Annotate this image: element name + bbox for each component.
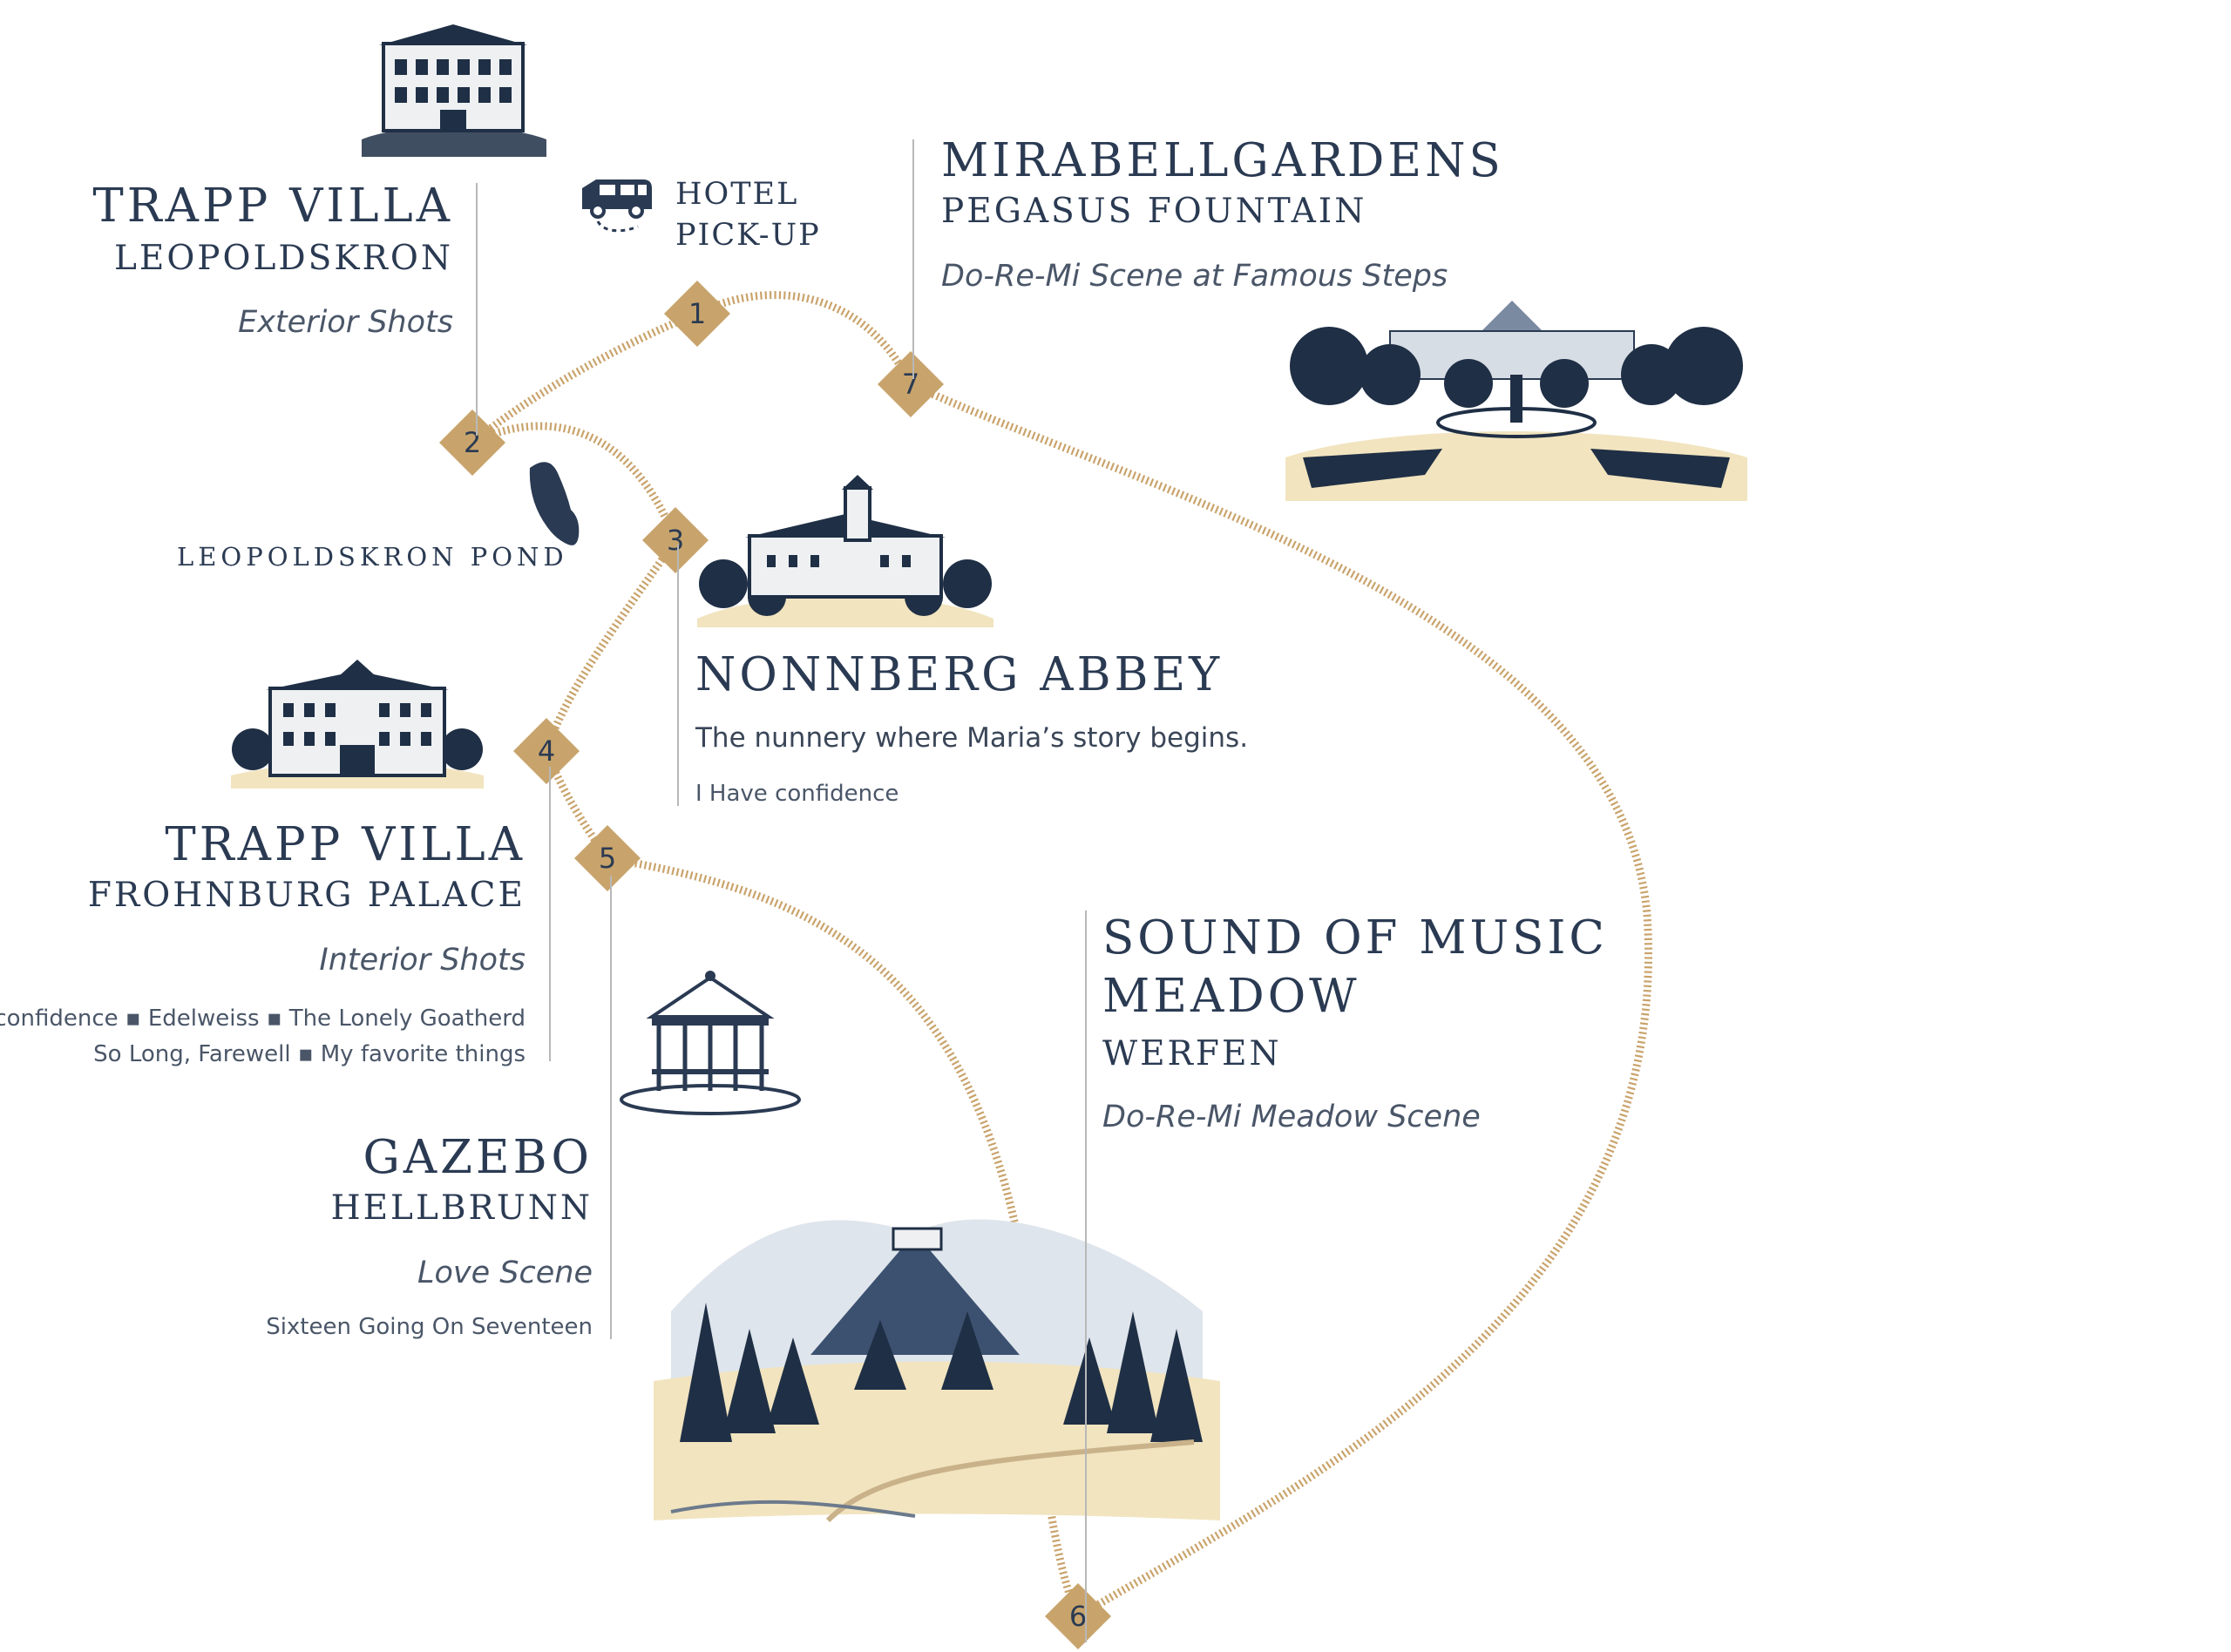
stop-marker-number: 7 [902, 368, 919, 401]
nonnberg-abbey-illustration [697, 475, 993, 627]
mirabell-gardens-illustration [1285, 301, 1747, 501]
stop-marker-7: 7 [878, 351, 944, 417]
trapp-frohnburg-scene: Interior Shots [319, 943, 526, 978]
stop-marker-diamond [664, 281, 730, 347]
stop-marker-6: 6 [1045, 1583, 1111, 1649]
route-1-to-7 [695, 291, 915, 387]
pond-icon [529, 462, 580, 545]
meadow-scene: Do-Re-Mi Meadow Scene [1102, 1100, 1481, 1134]
meadow-subtitle: WERFEN [1102, 1034, 1282, 1073]
trapp-frohnburg-songs-line1: I Have confidence ▪ Edelweiss ▪ The Lone… [0, 1005, 526, 1032]
stop-marker-2: 2 [439, 410, 505, 476]
stop-marker-diamond [878, 351, 944, 417]
stop-marker-3: 3 [642, 507, 709, 573]
hotel-pickup-line2: PICK-UP [675, 218, 821, 253]
gazebo-songs: Sixteen Going On Seventeen [266, 1314, 593, 1340]
stop-marker-diamond [642, 507, 709, 573]
hotel-pickup-line1: HOTEL [675, 177, 799, 212]
trapp-frohnburg-songs-line2: So Long, Farewell ▪ My favorite things [93, 1041, 526, 1067]
gazebo-subtitle: HELLBRUNN [330, 1188, 593, 1228]
stop-marker-number: 4 [538, 735, 555, 768]
pond-label: LEOPOLDSKRON POND [177, 542, 568, 572]
mirabell-divider [912, 139, 914, 379]
stop-marker-diamond [513, 718, 580, 784]
nonnberg-title: NONNBERG ABBEY [695, 648, 1224, 701]
stop-marker-diamond [574, 825, 641, 891]
stop-marker-number: 6 [1069, 1600, 1087, 1633]
marker-layer: 1 2 3 4 5 6 7 [439, 281, 1111, 1649]
trapp-frohnburg-subtitle: FROHNBURG PALACE [87, 876, 526, 915]
route-paths [470, 291, 1652, 1620]
stop-marker-diamond [439, 410, 505, 476]
stop-marker-number: 1 [688, 297, 706, 330]
stop-marker-number: 3 [667, 524, 684, 557]
stop-marker-1: 1 [664, 281, 730, 347]
stop-marker-diamond [1045, 1583, 1111, 1649]
frohnburg-palace-illustration [231, 660, 484, 789]
gazebo-divider [610, 876, 612, 1339]
werfen-meadow-illustration [654, 1219, 1220, 1523]
stop-marker-4: 4 [513, 718, 580, 784]
route-3-to-4 [542, 538, 679, 753]
trapp-leopoldskron-divider [476, 183, 478, 436]
stop-marker-5: 5 [574, 825, 641, 891]
trapp-frohnburg-title: TRAPP VILLA [165, 818, 526, 871]
gazebo-scene: Love Scene [417, 1256, 593, 1290]
gazebo-title: GAZEBO [363, 1131, 593, 1184]
trapp-frohnburg-divider [549, 767, 551, 1061]
van-icon [582, 179, 652, 233]
stop-marker-number: 2 [464, 426, 481, 459]
mirabell-subtitle: PEGASUS FOUNTAIN [941, 192, 1367, 231]
route-5-to-meadow [607, 854, 1024, 1247]
trapp-leopoldskron-title: TRAPP VILLA [92, 179, 453, 233]
route-2-to-1 [470, 309, 699, 446]
mirabell-scene: Do-Re-Mi Scene at Famous Steps [941, 259, 1448, 294]
route-2-to-3 [471, 422, 680, 542]
mirabell-title: MIRABELLGARDENS [941, 134, 1504, 187]
trapp-leopoldskron-subtitle: LEOPOLDSKRON [113, 239, 453, 278]
meadow-divider [1085, 911, 1087, 1642]
meadow-title-line2: MEADOW [1102, 970, 1360, 1023]
trapp-leopoldskron-scene: Exterior Shots [238, 305, 453, 340]
nonnberg-songs: I Have confidence [695, 781, 899, 807]
nonnberg-divider [677, 545, 679, 806]
gazebo-illustration [620, 971, 801, 1115]
meadow-title-line1: SOUND OF MUSIC [1102, 911, 1608, 965]
nonnberg-description: The nunnery where Maria’s story begins. [695, 722, 1249, 754]
stop-marker-number: 5 [599, 842, 616, 875]
route-6-to-7 [909, 380, 1652, 1620]
villa-leopoldskron-illustration [362, 24, 546, 157]
